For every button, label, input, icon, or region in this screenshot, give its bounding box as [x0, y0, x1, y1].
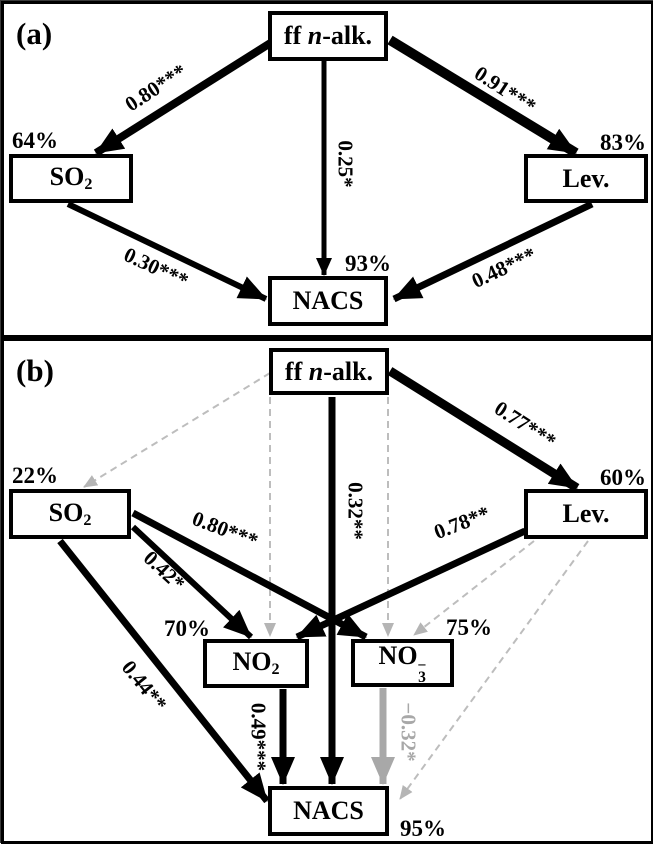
panel-b-edge-layer	[57, 367, 589, 804]
r2-so2-a: 64%	[12, 128, 58, 153]
edge-so2-no2-b	[130, 524, 254, 640]
r2-nacs-b: 95%	[400, 816, 446, 841]
lev-text: Lev.	[562, 499, 610, 528]
edge-label-no3-nacs-b: −0.32*	[396, 702, 421, 762]
r2-no3-b: 75%	[446, 615, 492, 640]
nacs-text: NACS	[293, 796, 364, 825]
panel-b-title: (b)	[16, 353, 54, 388]
panel-a-title: (a)	[16, 16, 53, 51]
node-ffnalk-b: ff n-alk.	[269, 348, 389, 395]
ffnalk-text: ff n-alk.	[283, 21, 373, 50]
panel-a-edge-layer	[66, 35, 594, 303]
edge-ffnalk-so2-a	[93, 38, 275, 157]
panel-b: (b) ff n-alk. SO2 Lev. NO2 NO−3 NACS 22%…	[1, 338, 653, 844]
no2-text: NO2	[232, 647, 280, 679]
node-no3-b: NO−3	[351, 639, 454, 687]
edge-label-ffnalk-nacs-a: 0.25*	[333, 140, 358, 188]
lev-text: Lev.	[562, 163, 610, 193]
node-nacs-a: NACS	[268, 276, 388, 326]
node-so2-b: SO2	[9, 489, 131, 539]
edge-lev-nacs-a	[392, 200, 594, 303]
edge-lev-no2-b	[295, 527, 527, 641]
nacs-text: NACS	[292, 286, 364, 315]
r2-no2-b: 70%	[164, 616, 210, 641]
so2-text: SO2	[48, 497, 92, 529]
edge-lev-no3-b-dashed	[413, 540, 535, 636]
edge-so2-nacs-a	[66, 201, 268, 302]
r2-so2-b: 22%	[12, 463, 58, 488]
edge-ffnalk-lev-b	[387, 367, 580, 492]
r2-nacs-a: 93%	[345, 251, 391, 276]
node-no2-b: NO2	[203, 639, 309, 688]
edge-label-no2-nacs-b: 0.49***	[246, 702, 271, 772]
node-lev-a: Lev.	[524, 154, 648, 203]
no3-text: NO−3	[378, 641, 427, 687]
edge-so2-nacs-b	[57, 538, 270, 804]
edge-so2-no3-b	[131, 509, 368, 641]
node-nacs-b: NACS	[268, 786, 389, 836]
ffnalk-text: ff n-alk.	[284, 356, 374, 386]
edge-label-ffnalk-nacs-b: 0.32**	[343, 482, 368, 540]
panel-a: (a) ff n-alk. SO2 Lev. NACS 64% 83% 93% …	[1, 1, 653, 338]
so2-text: SO2	[49, 162, 93, 194]
edge-ffnalk-so2-b-dashed	[83, 372, 271, 488]
node-ffnalk-a: ff n-alk.	[268, 11, 388, 61]
r2-lev-b: 60%	[600, 465, 646, 490]
r2-lev-a: 83%	[600, 130, 646, 155]
edge-lev-nacs-b-dashed	[399, 540, 589, 800]
node-so2-a: SO2	[9, 154, 133, 203]
node-lev-b: Lev.	[524, 489, 648, 539]
edge-ffnalk-lev-a	[387, 35, 579, 158]
